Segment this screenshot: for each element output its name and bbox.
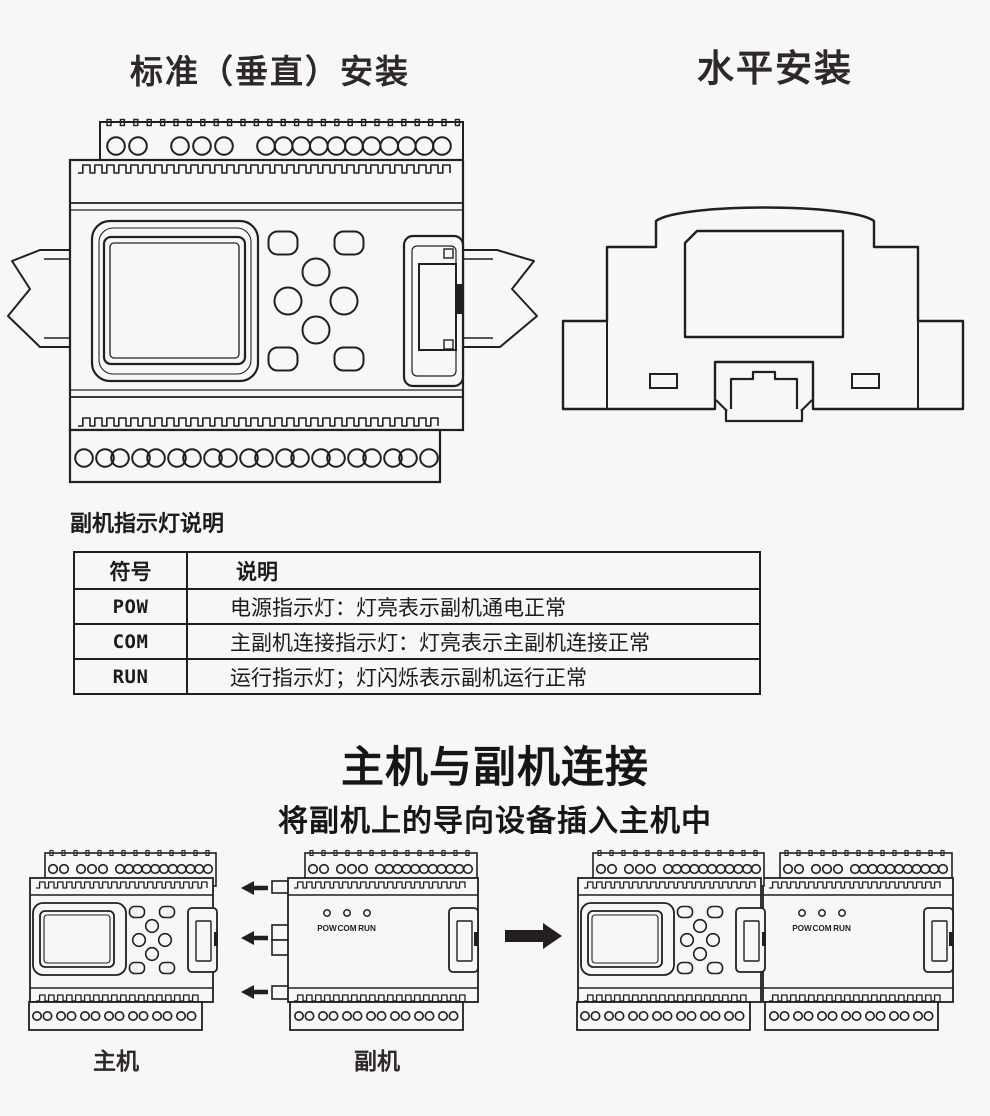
desc-cell-pow: 电源指示灯：灯亮表示副机通电正常 <box>186 588 761 625</box>
vertical-install-diagram <box>7 118 538 484</box>
connection-section-title: 主机与副机连接 <box>341 744 649 792</box>
table-row-com: COM 主副机连接指示灯：灯亮表示主副机连接正常 <box>73 623 761 660</box>
slave-led-label-run: RUN <box>358 924 376 933</box>
vertical-install-title: 标准（垂直）安装 <box>130 55 410 91</box>
symbol-cell-pow: POW <box>73 588 188 625</box>
slave-device-label: 副机 <box>354 1049 400 1074</box>
desc-cell-com: 主副机连接指示灯：灯亮表示主副机连接正常 <box>186 623 761 660</box>
connected-pair-drawing <box>576 849 954 1031</box>
pair-slave-led-label-run: RUN <box>833 924 851 933</box>
slave-led-label-com: COM <box>337 924 356 933</box>
pair-slave-led-label-pow: POW <box>792 924 812 933</box>
horizontal-install-diagram <box>561 206 965 423</box>
insertion-arrows <box>241 881 562 999</box>
indicator-table-caption: 副机指示灯说明 <box>70 511 225 536</box>
connection-section-subtitle: 将副机上的导向设备插入主机中 <box>278 805 712 838</box>
symbol-cell-run: RUN <box>73 658 188 695</box>
master-device-label: 主机 <box>93 1049 139 1074</box>
column-header-symbol: 符号 <box>73 551 188 590</box>
horizontal-install-title: 水平安装 <box>697 49 853 90</box>
pair-slave-led-label-com: COM <box>812 924 831 933</box>
slave-led-label-pow: POW <box>317 924 337 933</box>
indicator-table: 符号 说明 POW 电源指示灯：灯亮表示副机通电正常 COM 主副机连接指示灯：… <box>73 551 761 695</box>
connection-diagram: POW COM RUN POW COM RUN <box>28 849 954 1031</box>
indicator-table-header-row: 符号 说明 <box>73 551 761 590</box>
column-header-desc: 说明 <box>186 551 761 590</box>
slave-device-drawing <box>271 849 479 1031</box>
table-row-run: RUN 运行指示灯；灯闪烁表示副机运行正常 <box>73 658 761 695</box>
desc-cell-run: 运行指示灯；灯闪烁表示副机运行正常 <box>186 658 761 695</box>
table-row-pow: POW 电源指示灯：灯亮表示副机通电正常 <box>73 588 761 625</box>
symbol-cell-com: COM <box>73 623 188 660</box>
master-device-drawing <box>28 849 218 1031</box>
